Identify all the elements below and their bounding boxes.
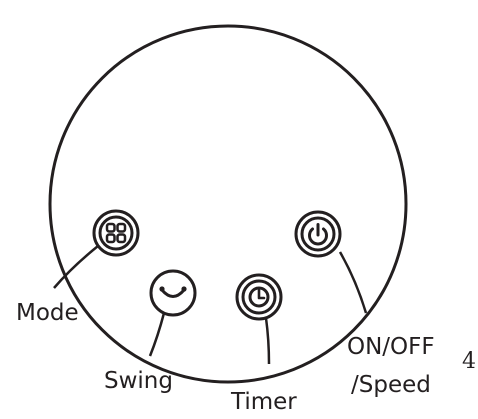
mode-label: Mode <box>16 300 79 326</box>
mode-four-petal-icon <box>105 222 127 244</box>
mode-leader-line <box>53 245 99 289</box>
swing-leader-line <box>148 312 166 357</box>
swing-arc-icon <box>159 286 187 298</box>
timer-clock-icon <box>248 286 270 308</box>
swing-label: Swing <box>104 368 173 394</box>
timer-leader-line <box>264 317 271 365</box>
timer-label: Timer <box>230 389 297 415</box>
power-leader-line <box>338 251 368 314</box>
power-label-line-2: /Speed <box>351 372 431 398</box>
swing-button-ring <box>149 269 197 317</box>
power-label-line-1: ON/OFF <box>347 334 435 360</box>
mode-button[interactable] <box>92 209 140 257</box>
mode-button-inner-ring <box>98 215 134 251</box>
timer-button-inner-ring <box>241 279 277 315</box>
swing-button[interactable] <box>149 269 197 317</box>
power-icon <box>308 223 328 246</box>
timer-button[interactable] <box>235 273 283 321</box>
control-panel-outline <box>48 24 408 384</box>
power-button-inner-ring <box>300 216 336 252</box>
power-button[interactable] <box>294 210 342 258</box>
page-number: 4 <box>462 349 476 374</box>
